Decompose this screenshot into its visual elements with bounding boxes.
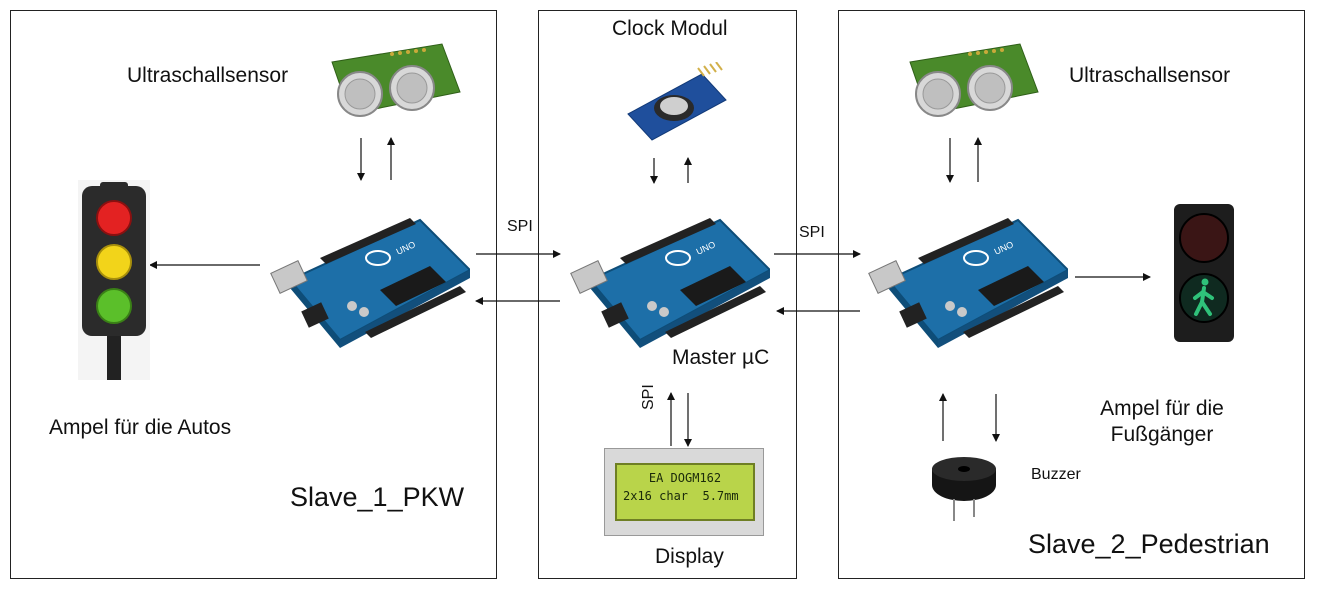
ped-light-label: Ampel für die Fußgänger [1082, 396, 1242, 448]
pedestrian-light-image [1174, 204, 1234, 342]
ultrasonic-left-label: Ultraschallsensor [127, 64, 289, 87]
car-traffic-light-image [78, 180, 150, 380]
spi-right-label: SPI [799, 224, 825, 241]
lcd-screen: EA DOGM162 2x16 char 5.7mm [615, 463, 755, 521]
car-light-label: Ampel für die Autos [49, 416, 232, 439]
master-label: Master µC [672, 346, 770, 369]
ultrasonic-right-label: Ultraschallsensor [1069, 64, 1231, 87]
arduino-slave2 [868, 217, 1068, 349]
lcd-line-1: EA DOGM162 [648, 471, 722, 485]
ultrasonic-sensor-right-image [909, 43, 1039, 117]
ultrasonic-sensor-left-image [331, 43, 461, 117]
ped-light-label-line2: Fußgänger [1110, 423, 1214, 446]
clock-module-image [627, 62, 727, 141]
buzzer-label: Buzzer [1031, 466, 1081, 483]
clock-module-label: Clock Modul [612, 17, 728, 40]
slave2-title: Slave_2_Pedestrian [1028, 529, 1270, 559]
arduino-master [570, 217, 770, 349]
lcd-line-2: 2x16 char 5.7mm [623, 489, 739, 503]
spi-left-label: SPI [507, 218, 533, 235]
ped-light-label-line1: Ampel für die [1100, 397, 1224, 420]
buzzer-image [932, 457, 996, 521]
spi-display-label: SPI [640, 384, 657, 410]
slave1-title: Slave_1_PKW [290, 482, 465, 512]
display-label: Display [655, 545, 724, 568]
lcd-display-image: EA DOGM162 2x16 char 5.7mm [604, 448, 764, 536]
arduino-slave1 [270, 217, 470, 349]
